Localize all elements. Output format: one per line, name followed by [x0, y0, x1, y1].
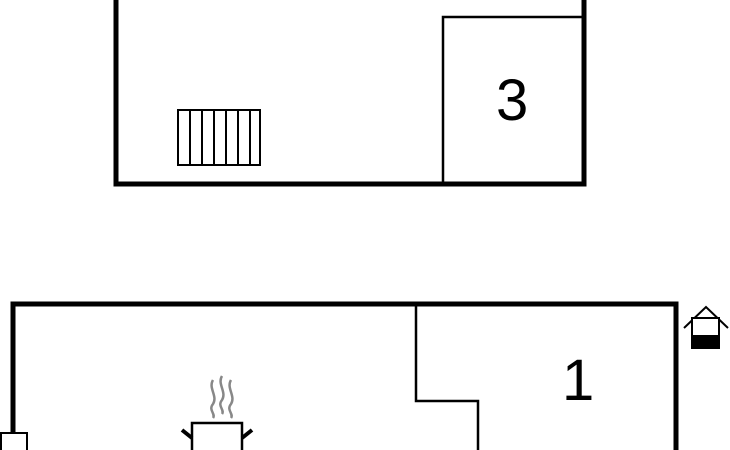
upper-floor: [113, 0, 587, 187]
ground-floor-outer-wall: [10, 301, 679, 450]
entrance-house-icon: [683, 305, 729, 349]
door-icon: [0, 432, 28, 450]
room-3-walls: [441, 15, 584, 184]
ground-floor: [0, 301, 679, 450]
upper-floor-outer-wall: [113, 0, 587, 187]
staircase-icon: [177, 109, 261, 166]
wood-stove-icon: [180, 375, 254, 450]
room-1-label: 1: [562, 348, 595, 413]
room-3-label: 3: [496, 68, 529, 133]
room-1-walls: [414, 304, 480, 450]
